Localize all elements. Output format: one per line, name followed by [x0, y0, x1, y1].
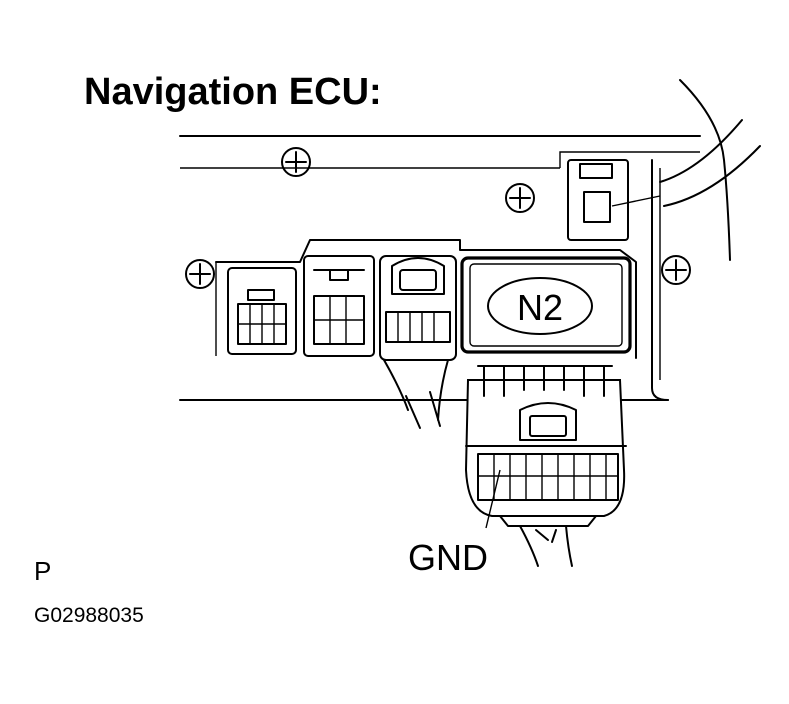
harness-3-wire-harness-icon [405, 391, 441, 429]
connector-icon-2 [303, 255, 375, 357]
connector-label: N2 [517, 287, 563, 328]
top-wire [679, 79, 731, 261]
screw-icon-2 [505, 183, 535, 213]
terminal-label: GND [408, 537, 488, 578]
gnd-leader-line [485, 469, 501, 529]
ecu-housing [179, 135, 701, 401]
screw-icon-1 [281, 147, 311, 177]
side-wire-harness-icon [659, 119, 761, 207]
n2-socket [460, 256, 632, 354]
screw-icon-3 [185, 259, 215, 289]
n2-plug-connector-icon [464, 365, 627, 527]
connector-icon-1 [227, 267, 297, 355]
top-connector-icon [567, 159, 661, 241]
screw-icon-4 [661, 255, 691, 285]
corner-code: P [34, 556, 51, 586]
figure-id: G02988035 [34, 604, 144, 627]
diagram-title: Navigation ECU: [84, 71, 382, 113]
connector-icon-3 [379, 255, 457, 421]
n2-wire-harness-icon [519, 525, 573, 567]
